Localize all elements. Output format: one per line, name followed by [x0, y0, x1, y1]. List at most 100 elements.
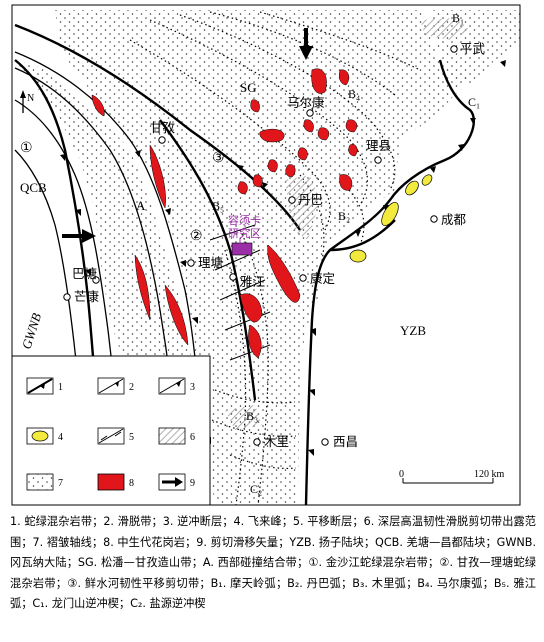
city-label-muli: 木里 — [264, 434, 289, 449]
legend-num-7: 7 — [58, 478, 63, 489]
city-marker-kangding — [299, 274, 307, 282]
arc-label-b4: B₄ — [348, 87, 360, 101]
city-label-xichang: 西昌 — [333, 434, 358, 449]
strike-slip-faults — [209, 224, 271, 361]
granite — [348, 144, 358, 157]
shear-slip-vectors — [62, 28, 313, 243]
city-markers — [63, 45, 458, 446]
figure-caption: 1. 蛇绿混杂岩带；2. 滑脱带；3. 逆冲断层；4. 飞来峰；5. 平移断层；… — [10, 515, 536, 611]
city-label-maerkang: 马尔康 — [287, 95, 325, 110]
legend-item-2: 2 — [97, 377, 134, 395]
granite — [239, 293, 263, 323]
granite — [267, 159, 278, 173]
granite — [250, 99, 260, 113]
city-marker-mangkang — [63, 293, 71, 301]
legend-num-1: 1 — [58, 382, 63, 393]
arc-label-c2: C₂ — [250, 482, 262, 496]
legend-item-5: 5 — [97, 427, 134, 445]
geologic-map: 平武 马尔康 理县 丹巴 成都 甘孜 理塘 巴塘 芒康 雅江 康定 木里 西昌 … — [11, 4, 521, 506]
suture-label-3: ③ — [212, 150, 225, 166]
city-marker-ganzi — [158, 136, 166, 144]
city-label-batang: 巴塘 — [72, 266, 97, 281]
legend-item-7: 7 — [26, 473, 63, 491]
legend-item-9: 9 — [158, 473, 195, 491]
unit-label-a: A — [136, 198, 146, 213]
granite — [317, 127, 330, 141]
unit-label-yzb: YZB — [400, 323, 426, 338]
arc-label-b5: B₅ — [212, 199, 224, 213]
legend-num-9: 9 — [190, 478, 195, 489]
granite — [164, 284, 189, 346]
granite — [297, 147, 308, 161]
study-area-box — [231, 242, 253, 256]
city-label-kangding: 康定 — [310, 271, 335, 286]
granite-bodies — [91, 68, 358, 359]
city-marker-yajiang — [229, 273, 237, 281]
granite — [339, 174, 353, 191]
legend-item-3: 3 — [158, 377, 195, 395]
granite — [345, 119, 358, 133]
klippe-ellipses — [349, 174, 433, 263]
legend-num-4: 4 — [58, 432, 63, 443]
granite — [91, 94, 105, 117]
shear-vector-arrow — [299, 46, 313, 60]
scale-label-zero: 0 — [399, 469, 404, 480]
legend-item-8: 8 — [97, 473, 134, 491]
city-marker-litang — [187, 259, 195, 267]
suture-label-2: ② — [190, 228, 203, 244]
shear-zone-hatch-areas — [225, 18, 470, 430]
city-label-ganzi: 甘孜 — [150, 120, 176, 135]
legend-num-6: 6 — [190, 432, 195, 443]
legend-num-8: 8 — [129, 478, 134, 489]
city-label-yajiang: 雅江 — [240, 274, 265, 289]
legend-num-5: 5 — [129, 432, 134, 443]
klippe — [405, 180, 419, 196]
study-area-label-line2: 研究区 — [228, 226, 261, 240]
klippe — [381, 201, 399, 227]
granite — [237, 181, 248, 195]
granite — [285, 164, 296, 178]
granite — [303, 119, 314, 133]
city-label-mangkang: 芒康 — [74, 289, 100, 304]
granite — [252, 174, 263, 188]
arc-label-b3: B₃ — [246, 409, 258, 423]
legend-item-1: 1 — [26, 377, 63, 395]
study-area-label-line1: 容须卡 — [228, 213, 261, 227]
city-label-lixian: 理县 — [366, 138, 391, 153]
granite — [248, 324, 262, 359]
granite — [259, 128, 285, 143]
city-label-litang: 理塘 — [198, 255, 223, 270]
legend: 1 2 3 4 5 — [11, 355, 211, 506]
arc-label-b1: B₁ — [452, 11, 464, 25]
klippe — [421, 174, 433, 186]
city-marker-lixian — [374, 156, 382, 164]
klippe — [349, 249, 367, 263]
city-label-chengdu: 成都 — [441, 212, 467, 227]
city-marker-maerkang — [306, 109, 314, 117]
city-marker-pingwu — [450, 45, 458, 53]
unit-label-qcb: QCB — [20, 180, 47, 195]
city-marker-danba — [288, 196, 296, 204]
legend-num-2: 2 — [129, 382, 134, 393]
legend-item-4: 4 — [26, 427, 63, 445]
granite — [311, 68, 327, 94]
north-arrow: N — [20, 90, 34, 113]
granite — [339, 69, 350, 86]
suture-label-1: ① — [20, 140, 33, 156]
city-label-danba: 丹巴 — [298, 192, 323, 207]
granite — [149, 144, 166, 209]
shear-vector-arrow — [82, 229, 96, 243]
legend-num-3: 3 — [190, 382, 195, 393]
arc-label-b2: B₂ — [338, 209, 350, 223]
granite — [267, 244, 301, 303]
scale-bar: 0 120 km — [399, 469, 505, 484]
granite — [134, 254, 151, 321]
city-marker-batang — [92, 276, 100, 284]
legend-item-6: 6 — [158, 427, 195, 445]
arc-label-c1: C₁ — [468, 95, 480, 109]
city-marker-muli — [253, 438, 261, 446]
unit-label-sg: SG — [240, 80, 257, 95]
city-label-pingwu: 平武 — [460, 41, 486, 56]
north-label: N — [27, 93, 34, 104]
city-marker-chengdu — [430, 215, 438, 223]
